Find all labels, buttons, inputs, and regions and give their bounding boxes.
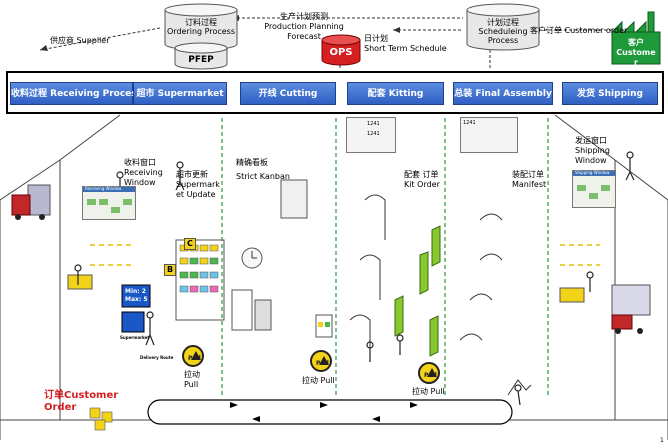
- kit-order-label: 配套 订单 Kit Order: [404, 170, 440, 189]
- supermarket-update-label: 超市更新 Supermark et Update: [176, 170, 220, 199]
- customer-label: 客户 Custome r: [616, 38, 656, 67]
- pull-label-1: 拉动 Pull: [184, 370, 200, 389]
- pull-label-2: 拉动 Pull: [302, 376, 335, 385]
- receiving-screen-title: Receiving Window: [85, 186, 122, 191]
- pull-icon-2: Pull: [310, 350, 332, 372]
- page-number: 1: [660, 437, 664, 444]
- scheduling-process-label: 计划过程 Scheduleing Process: [478, 18, 528, 45]
- ops-label: OPS: [329, 47, 353, 58]
- kit-slip-a: 1241: [367, 121, 380, 127]
- pfep-label: PFEP: [188, 55, 214, 65]
- manifest-slip: 1241: [463, 120, 476, 126]
- ordering-process-label: 订料过程 Ordering Process: [167, 18, 235, 36]
- production-forecast-label: 生产计划预测 Production Planning Forecast: [264, 12, 344, 41]
- shipping-window-screen: Shipping Window: [572, 170, 616, 208]
- min-max-card: Min: 2 Max: 5: [125, 288, 148, 303]
- customer-order-top-label: 客户订单 Customer order: [530, 26, 628, 35]
- kit-slip-b: 1241: [367, 131, 380, 137]
- manifest-screen: 1241: [460, 117, 518, 153]
- pull-label-3: 拉动 Pull: [412, 387, 445, 396]
- kit-order-screen: 1241 1241: [346, 117, 396, 153]
- pull-icon-1: Pull: [182, 345, 204, 367]
- supplier-label: 供应商 Supplier: [50, 36, 110, 45]
- shipping-window-label: 发运窗口 Shipping Window: [575, 136, 610, 165]
- delivery-route-label: Delivery Route: [140, 355, 174, 360]
- process-kitting: 配套 Kitting: [347, 82, 444, 105]
- strict-kanban-label: 精确看板 Strict Kanban: [236, 158, 290, 181]
- process-final-assembly: 总装 Final Assembly: [453, 82, 553, 105]
- process-shipping: 发货 Shipping: [562, 82, 658, 105]
- shelf-c-label: C: [184, 238, 196, 250]
- process-supermarket: 超市 Supermarket: [133, 82, 227, 105]
- shelf-b-label: B: [164, 264, 177, 276]
- shipping-screen-title: Shipping Window: [575, 170, 610, 175]
- short-term-schedule-label: 日计划 Short Term Schedule: [364, 34, 447, 53]
- process-cutting: 开线 Cutting: [240, 82, 336, 105]
- manifest-label: 装配订单 Manifest: [512, 170, 547, 189]
- supermarket-small-label: Supermarket: [120, 335, 150, 340]
- pull-icon-3: Pull: [418, 362, 440, 384]
- process-receiving: 收料过程 Receiving Process: [10, 82, 142, 105]
- receiving-window-screen: Receiving Window: [82, 186, 136, 220]
- customer-order-label: 订单Customer Order: [44, 390, 119, 413]
- receiving-window-label: 收料窗口 Receiving Window: [124, 158, 163, 187]
